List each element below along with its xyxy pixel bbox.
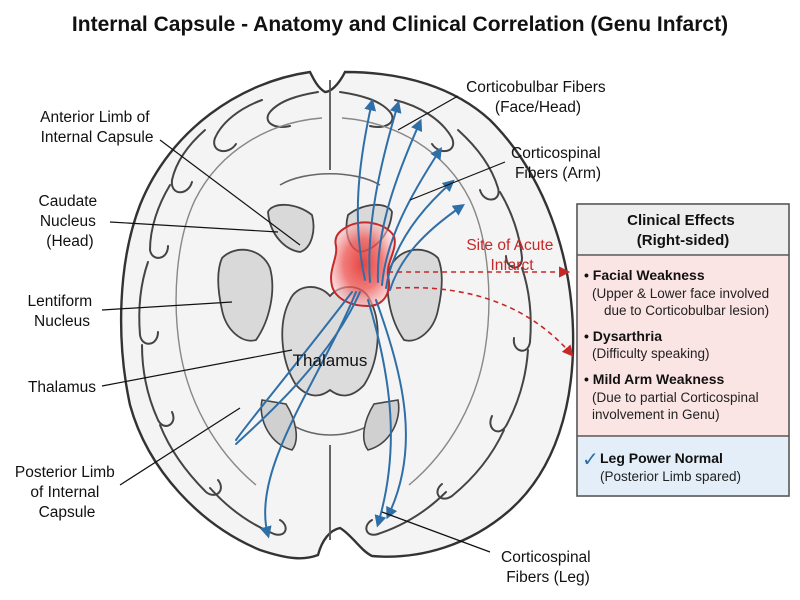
panel-spared-bg — [578, 437, 788, 495]
effect-dysarthria: • Dysarthria — [584, 328, 662, 344]
corticospinal-leg-fiber-1 — [235, 291, 361, 445]
label-corticobulbar: Corticobulbar Fibers (Face/Head) — [466, 79, 610, 116]
panel-title-bg — [578, 205, 788, 255]
corticobulbar-fiber-3 — [376, 118, 423, 283]
check-icon: ✓ — [582, 447, 599, 471]
effect-mild-arm-weakness-detail: (Due to partial Corticospinal involvemen… — [592, 390, 762, 422]
corticobulbar-fiber-1 — [356, 98, 377, 281]
panel-title: Clinical Effects (Right-sided) — [627, 212, 739, 249]
spared-leg-power-detail: (Posterior Limb spared) — [600, 469, 741, 484]
effect-facial-weakness-detail: (Upper & Lower face involved due to Cort… — [592, 286, 773, 318]
lentiform-left — [217, 248, 274, 342]
corticospinal-leg-fiber-4 — [375, 299, 407, 520]
page-title: Internal Capsule - Anatomy and Clinical … — [72, 13, 728, 36]
corticobulbar-fiber-2 — [368, 100, 402, 283]
corticospinal-leg-fiber-3 — [367, 299, 392, 528]
leader-lines-right — [381, 95, 506, 553]
leader-lines-left — [101, 139, 301, 486]
label-thalamus-left: Thalamus — [28, 379, 96, 396]
label-caudate-nucleus: Caudate Nucleus (Head) — [39, 193, 102, 250]
corpus-callosum-anterior — [279, 173, 381, 186]
caudate-left — [267, 203, 315, 253]
label-lentiform-nucleus: Lentiform Nucleus — [28, 293, 97, 330]
label-corticospinal-arm: Corticospinal Fibers (Arm) — [511, 145, 605, 182]
corticospinal-leg-fiber-5 — [235, 291, 353, 441]
panel-effects-bg — [578, 256, 788, 436]
effect-mild-arm-weakness: • Mild Arm Weakness — [584, 371, 724, 387]
effect-facial-weakness: • Facial Weakness — [584, 267, 705, 283]
corticospinal-arm-fiber-2 — [385, 179, 455, 289]
clinical-effects-panel: Clinical Effects (Right-sided) • Facial … — [576, 203, 790, 497]
label-anterior-limb: Anterior Limb of Internal Capsule — [40, 109, 154, 146]
thalamus — [281, 286, 379, 397]
label-thalamus-center: Thalamus — [293, 351, 368, 370]
corticospinal-arm-fiber-1 — [381, 146, 442, 286]
fiber-tracts — [235, 98, 465, 539]
corticospinal-leg-fiber-2 — [259, 291, 357, 539]
label-posterior-limb: Posterior Limb of Internal Capsule — [15, 464, 119, 521]
spared-leg-power: Leg Power Normal — [600, 450, 723, 466]
label-corticospinal-leg: Corticospinal Fibers (Leg) — [501, 549, 595, 586]
corticospinal-arm-fiber-3 — [389, 203, 465, 291]
label-infarct: Site of Acute Infarct — [466, 237, 557, 274]
effect-dysarthria-detail: (Difficulty speaking) — [592, 346, 710, 361]
